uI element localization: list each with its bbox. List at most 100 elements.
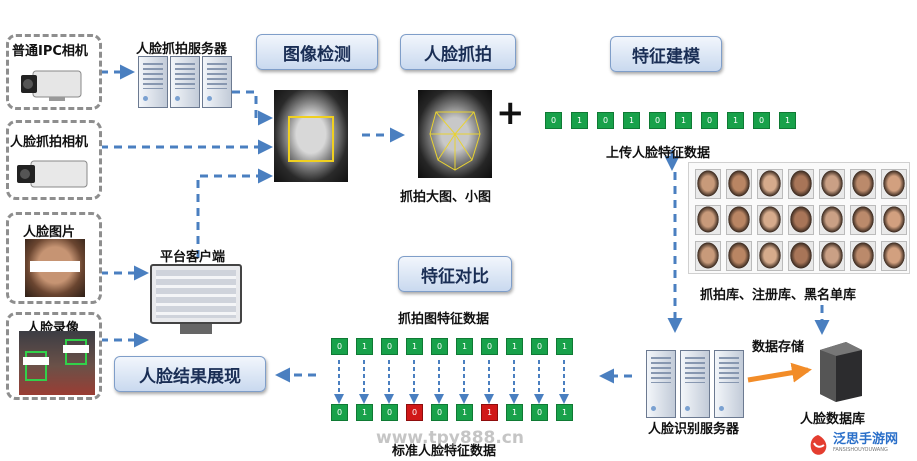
capture-bit: 1 <box>506 338 523 355</box>
upload-bit: 0 <box>701 112 718 129</box>
capture-bit: 0 <box>481 338 498 355</box>
capture-bit: 0 <box>531 338 548 355</box>
capture-bit: 1 <box>556 338 573 355</box>
library-face-thumb <box>850 241 876 271</box>
arrow-client-to-detection <box>196 168 273 258</box>
capture-server-rack-3 <box>202 56 232 108</box>
stage-face-capture: 人脸抓拍 <box>400 34 516 70</box>
standard-bit: 0 <box>331 404 348 421</box>
capture-server-rack-1 <box>138 56 168 108</box>
capture-bit: 0 <box>381 338 398 355</box>
ipc-camera-icon <box>21 70 82 101</box>
upload-bit: 1 <box>779 112 796 129</box>
upload-bit: 1 <box>727 112 744 129</box>
library-face-thumb <box>819 241 845 271</box>
face-camera-box: 人脸抓拍相机 <box>6 120 102 200</box>
library-face-thumb <box>726 205 752 235</box>
face-mesh-icon <box>429 111 481 171</box>
client-monitor <box>150 264 242 324</box>
arrow-server-to-database <box>747 362 812 383</box>
client-monitor-stand <box>180 324 212 334</box>
library-face-thumb <box>881 169 907 199</box>
capture-bit: 1 <box>456 338 473 355</box>
privacy-bar-left <box>23 357 49 365</box>
capture-server-rack-2 <box>170 56 200 108</box>
upload-bit: 1 <box>675 112 692 129</box>
library-face-thumb <box>788 205 814 235</box>
capture-bit: 0 <box>331 338 348 355</box>
ipc-camera-box: 普通IPC相机 <box>6 34 102 110</box>
recognition-server-rack-1 <box>646 350 676 418</box>
brand-name: 泛思手游网 <box>833 432 899 447</box>
standard-bit: 0 <box>406 404 423 421</box>
site-watermark: www.tpy888.cn <box>376 428 524 448</box>
data-storage-label: 数据存储 <box>752 340 805 355</box>
recognition-server-label: 人脸识别服务器 <box>648 422 740 437</box>
standard-bit: 1 <box>506 404 523 421</box>
library-face-thumb <box>757 169 783 199</box>
standard-bit: 1 <box>556 404 573 421</box>
face-video-frame <box>19 331 95 395</box>
capture-bit: 1 <box>406 338 423 355</box>
face-library-grid <box>688 162 910 274</box>
privacy-bar-right <box>63 345 89 353</box>
library-face-thumb <box>757 205 783 235</box>
face-camera-label: 人脸抓拍相机 <box>10 135 89 150</box>
library-face-thumb <box>788 241 814 271</box>
upload-features-label: 上传人脸特征数据 <box>606 146 711 161</box>
library-face-thumb <box>695 205 721 235</box>
upload-bit: 1 <box>571 112 588 129</box>
library-face-thumb <box>819 205 845 235</box>
capture-feature-label: 抓拍图特征数据 <box>398 312 490 327</box>
upload-bit: 0 <box>753 112 770 129</box>
standard-bit: 1 <box>456 404 473 421</box>
stage-feature-compare: 特征对比 <box>398 256 512 292</box>
libraries-label: 抓拍库、注册库、黑名单库 <box>700 288 857 303</box>
face-camera-icon <box>17 160 88 188</box>
brand-subtitle: FANSISHOUYOUWANG <box>833 447 888 453</box>
stage-feature-modeling: 特征建模 <box>610 36 722 72</box>
upload-bit: 0 <box>597 112 614 129</box>
library-face-thumb <box>881 241 907 271</box>
recognition-server-rack-3 <box>714 350 744 418</box>
face-image-label: 人脸图片 <box>23 225 76 240</box>
face-database-label: 人脸数据库 <box>800 412 866 427</box>
capture-images-label: 抓拍大图、小图 <box>400 190 492 205</box>
stage-result-display: 人脸结果展现 <box>114 356 266 392</box>
detection-face-box <box>288 116 334 162</box>
face-image-photo <box>25 239 85 297</box>
library-face-thumb <box>726 241 752 271</box>
capture-face-photo <box>418 90 492 178</box>
library-face-thumb <box>881 205 907 235</box>
capture-server-label: 人脸抓拍服务器 <box>136 42 228 57</box>
plus-operator: + <box>496 93 525 133</box>
standard-bit: 0 <box>431 404 448 421</box>
standard-bit: 1 <box>481 404 498 421</box>
stage-image-detection: 图像检测 <box>256 34 378 70</box>
library-face-thumb <box>726 169 752 199</box>
library-face-thumb <box>788 169 814 199</box>
standard-bit: 0 <box>531 404 548 421</box>
upload-bit: 0 <box>649 112 666 129</box>
standard-bit: 0 <box>381 404 398 421</box>
library-face-thumb <box>695 241 721 271</box>
brand-logo-icon <box>810 435 827 455</box>
standard-feature-label: 标准人脸特征数据 <box>392 444 497 459</box>
detect-box-left <box>25 351 47 381</box>
upload-bit: 0 <box>545 112 562 129</box>
capture-bit: 0 <box>431 338 448 355</box>
ipc-camera-label: 普通IPC相机 <box>12 44 88 59</box>
recognition-server-rack-2 <box>680 350 710 418</box>
face-image-box: 人脸图片 <box>6 212 102 304</box>
capture-bit: 1 <box>356 338 373 355</box>
brand-watermark: 泛思手游网 FANSISHOUYOUWANG <box>806 432 912 458</box>
library-face-thumb <box>850 169 876 199</box>
library-face-thumb <box>819 169 845 199</box>
detection-face-photo <box>274 90 348 182</box>
compare-arrows <box>334 360 569 404</box>
standard-bit: 1 <box>356 404 373 421</box>
